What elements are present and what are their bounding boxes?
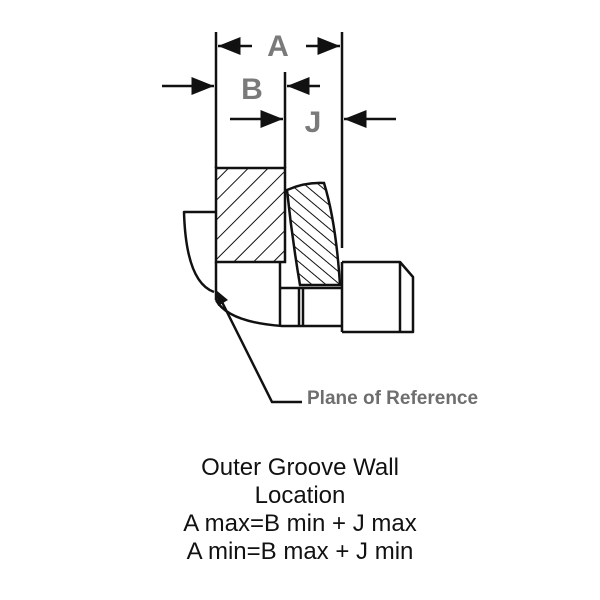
callout-leader-line [218, 297, 302, 404]
extension-lines [214, 32, 344, 248]
plane-of-reference-label: Plane of Reference [307, 388, 478, 409]
caption-line-1: Outer Groove Wall [201, 454, 399, 481]
plane-of-reference-callout: Plane of Reference [216, 290, 478, 409]
dim-label-j: J [305, 106, 322, 139]
caption-line-2: Location [254, 482, 346, 509]
right-flange [342, 260, 415, 334]
caption-line-4: A min=B max + J min [186, 538, 414, 565]
dimension-arrows [162, 37, 396, 128]
dim-label-b: B [241, 73, 263, 106]
caption-line-3: A max=B min + J max [183, 510, 417, 537]
outer-groove-wall-section [214, 166, 287, 264]
ring-cross-section [285, 181, 342, 287]
dim-label-a: A [267, 30, 289, 63]
left-wall-curve [182, 210, 216, 294]
diagram-caption: Outer Groove Wall Location A max=B min +… [0, 454, 600, 566]
